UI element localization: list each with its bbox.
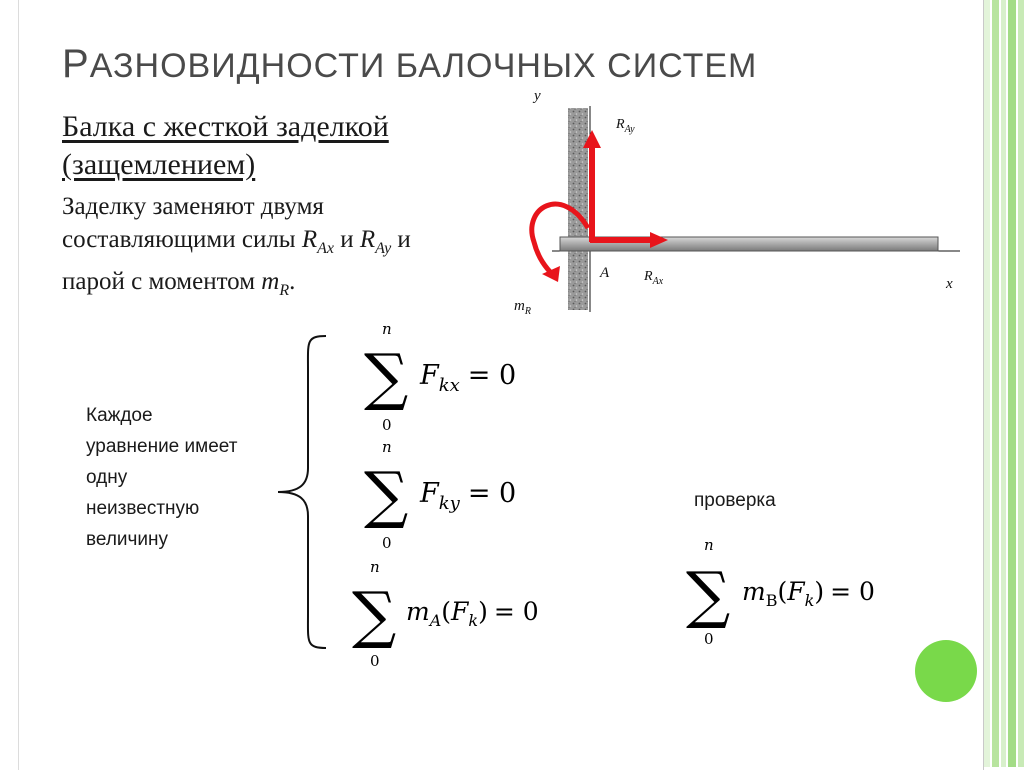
y-axis-label: y [532, 88, 541, 104]
equation-sum-moment-a: n ∑ 0 mA(Fk)= 0 [342, 554, 582, 679]
eq4-body: mВ(Fk)= 0 [742, 577, 875, 610]
sigma-symbol: ∑ [364, 340, 408, 413]
subtitle-line-1: Балка с жесткой заделкой [62, 110, 389, 143]
note-line-1: Каждое [86, 405, 153, 426]
reaction-x-arrowhead [650, 232, 668, 248]
point-a-label: A [599, 265, 610, 281]
note-line-4: неизвестную [86, 498, 200, 519]
subtitle-line-2: (защемлением) [62, 148, 256, 181]
eq2-body: Fky= 0 [419, 478, 516, 514]
sum-upper-limit: n [382, 438, 392, 456]
moment-label: mR [514, 298, 531, 317]
slide-frame [18, 0, 984, 770]
sum-lower-limit: 0 [370, 652, 380, 670]
desc-line-3: парой с моментом mR. [62, 268, 296, 299]
sum-upper-limit: n [370, 558, 380, 576]
curly-brace [277, 335, 327, 649]
reaction-y-arrowhead [583, 130, 601, 148]
x-axis-label: x [945, 276, 953, 292]
equation-sum-fkx: n ∑ 0 Fkx= 0 [358, 318, 558, 443]
check-label: проверка [694, 490, 776, 511]
equation-sum-moment-b: n ∑ 0 mВ(Fk)= 0 [680, 532, 920, 657]
reaction-x-label: RAx [643, 269, 664, 287]
decorative-green-circle [915, 640, 977, 702]
sigma-symbol: ∑ [364, 458, 408, 531]
description: Заделку заменяют двумя составляющими сил… [62, 190, 411, 307]
decorative-stripes [984, 0, 1024, 767]
note-line-5: величину [86, 529, 169, 550]
desc-line-1: Заделку заменяют двумя [62, 193, 324, 220]
sum-lower-limit: 0 [704, 630, 714, 648]
beam-diagram: y x A RAy RAx mR [514, 88, 960, 317]
sum-lower-limit: 0 [382, 416, 392, 434]
eq3-body: mA(Fk)= 0 [406, 597, 539, 630]
sigma-symbol: ∑ [686, 558, 730, 631]
equation-sum-fky: n ∑ 0 Fky= 0 [358, 436, 558, 561]
note-line-3: одну [86, 467, 128, 488]
eq1-body: Fkx= 0 [419, 360, 516, 396]
sum-lower-limit: 0 [382, 534, 392, 552]
note-line-2: уравнение имеет [86, 436, 238, 457]
moment-arrowhead [542, 266, 560, 282]
note-text: Каждое уравнение имеет одну неизвестную … [86, 400, 237, 555]
reaction-y-label: RAy [615, 117, 635, 135]
sigma-symbol: ∑ [352, 578, 396, 651]
page-title: РАЗНОВИДНОСТИ БАЛОЧНЫХ СИСТЕМ [62, 42, 758, 86]
sum-upper-limit: n [382, 320, 392, 338]
sum-upper-limit: n [704, 536, 714, 554]
moment-arc [529, 201, 591, 278]
fixed-wall [568, 108, 588, 310]
subtitle: Балка с жесткой заделкой (защемлением) [62, 108, 389, 184]
slide-background [0, 0, 984, 767]
desc-line-2: составляющими силы RAx и RAy и [62, 226, 411, 257]
